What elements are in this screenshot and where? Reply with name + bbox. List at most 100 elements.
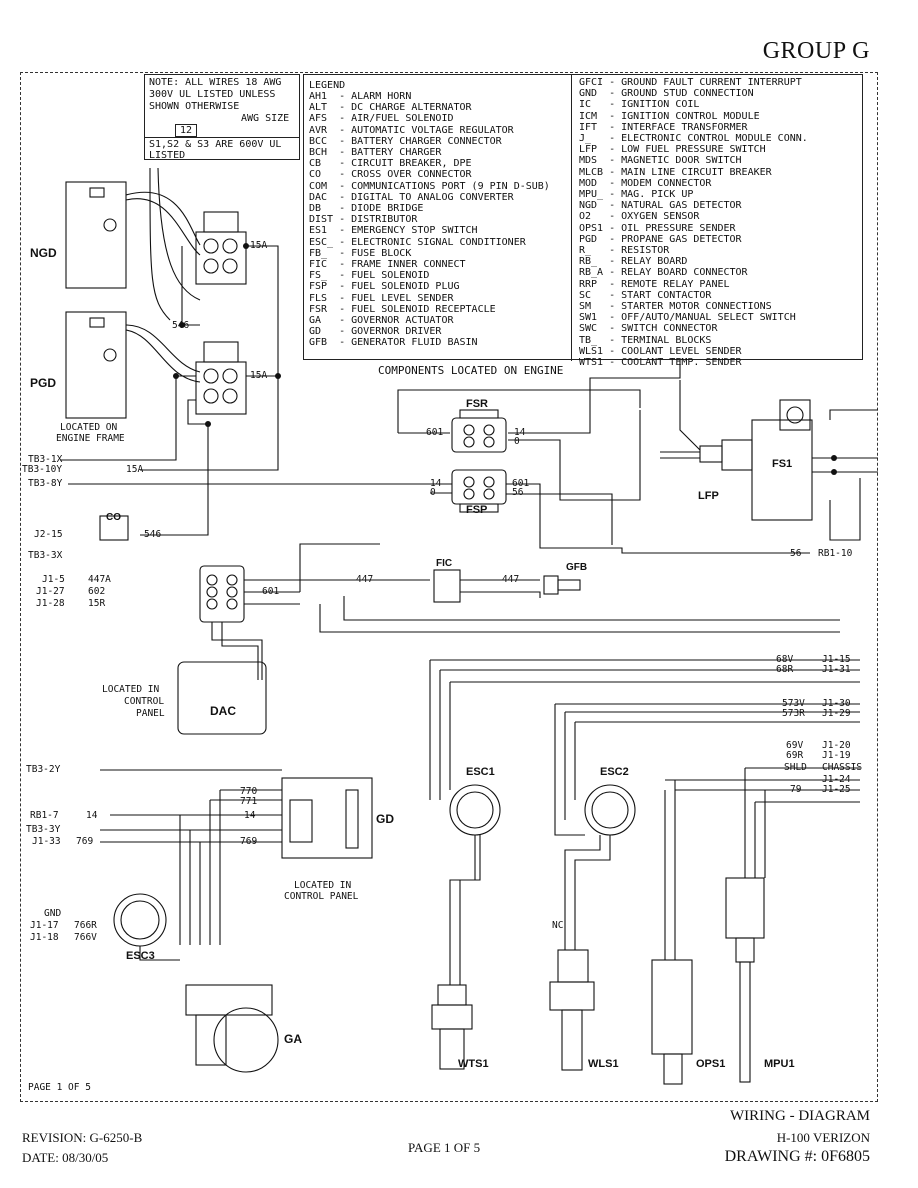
wire-447a: 447A: [88, 574, 111, 585]
legend-entry: NGD - NATURAL GAS DETECTOR: [579, 200, 742, 212]
wire-56-rb1: 56: [790, 548, 802, 559]
awg-size-value: 12: [175, 124, 198, 138]
lfp-label: LFP: [698, 490, 719, 502]
j1-29-label: J1-29: [822, 708, 851, 719]
tb3-10y-label: TB3-10Y: [22, 464, 63, 475]
legend-entry: FSP - FUEL SOLENOID PLUG: [309, 281, 460, 293]
legend-entry: FB_ - FUSE BLOCK: [309, 247, 412, 259]
wire-15a-bottom: 15A: [250, 370, 268, 381]
model-label: H-100 VERIZON: [776, 1130, 870, 1145]
engine-frame-label-1: LOCATED ON: [60, 422, 118, 433]
gd-location-1: LOCATED IN: [294, 880, 352, 891]
note-divider: [145, 137, 299, 138]
note-line-1: NOTE: ALL WIRES 18 AWG: [149, 77, 282, 88]
date-label: DATE: 08/30/05: [22, 1150, 109, 1165]
wire-15a-top: 15A: [250, 240, 268, 251]
legend-entry: FS_ - FUEL SOLENOID: [309, 270, 430, 282]
wire-68r: 68R: [776, 664, 794, 675]
note-line-3: SHOWN OTHERWISE: [149, 101, 240, 112]
gd-location-2: CONTROL PANEL: [284, 891, 359, 902]
legend-entry: SM - STARTER MOTOR CONNECTIONS: [579, 301, 772, 313]
wire-68v: 68V: [776, 654, 794, 665]
gd-label: GD: [376, 812, 394, 826]
wire-602: 602: [88, 586, 106, 597]
engine-components-title: COMPONENTS LOCATED ON ENGINE: [378, 364, 564, 377]
legend-entry: AFS - AIR/FUEL SOLENOID: [309, 113, 454, 125]
wire-601-fsp: 601: [512, 478, 530, 489]
revision-label: REVISION: G-6250-B: [22, 1130, 143, 1145]
legend-entry: GD - GOVERNOR DRIVER: [309, 326, 442, 338]
dac-location-2: CONTROL: [124, 696, 165, 707]
fic-label: FIC: [436, 558, 453, 569]
wire-56-fsp: 56: [512, 487, 524, 498]
wire-15a-tb3: 15A: [126, 464, 144, 475]
esc1-label: ESC1: [466, 766, 495, 778]
legend-entry: COM - COMMUNICATIONS PORT (9 PIN D-SUB): [309, 180, 550, 192]
legend-entry: RRP - REMOTE RELAY PANEL: [579, 278, 730, 290]
legend-entry: ESC_ - ELECTRONIC SIGNAL CONDITIONER: [309, 236, 526, 248]
legend-entry: OPS1 - OIL PRESSURE SENDER: [579, 222, 736, 234]
pgd-label: PGD: [30, 376, 57, 390]
wire-766r: 766R: [74, 920, 97, 931]
legend-title: LEGEND: [309, 80, 346, 91]
wire-771: 771: [240, 796, 258, 807]
wire-14-fsr: 14: [514, 427, 526, 438]
j1-15-label: J1-15: [822, 654, 851, 665]
legend-entry: GND - GROUND STUD CONNECTION: [579, 88, 754, 100]
j1-33-label: J1-33: [32, 836, 61, 847]
note-line-2: 300V UL LISTED UNLESS: [149, 89, 276, 100]
nc-label: NC: [552, 920, 564, 931]
gnd-label: GND: [44, 908, 62, 919]
dac-label: DAC: [210, 704, 236, 718]
legend-entry: AH1 - ALARM HORN: [309, 91, 412, 102]
j1-17-label: J1-17: [30, 920, 59, 931]
legend-entry: FLS - FUEL LEVEL SENDER: [309, 292, 454, 304]
legend-entry: FIC - FRAME INNER CONNECT: [309, 259, 466, 271]
j1-5-label: J1-5: [42, 574, 65, 585]
legend-entry: RB_ - RELAY BOARD: [579, 256, 688, 268]
legend-entry: ALT - DC CHARGE ALTERNATOR: [309, 102, 472, 114]
tb3-1x-label: TB3-1X: [28, 454, 63, 465]
fsr-label: FSR: [466, 398, 488, 410]
wire-0-fsr: 0: [514, 436, 520, 447]
wire-573v: 573V: [782, 698, 805, 709]
drawing-title: WIRING - DIAGRAM: [730, 1108, 870, 1124]
j1-31-label: J1-31: [822, 664, 851, 675]
legend-entry: J_ - ELECTRONIC CONTROL MODULE CONN.: [579, 133, 808, 145]
legend-entry: MLCB - MAIN LINE CIRCUIT BREAKER: [579, 166, 772, 178]
legend-entry: R_ - RESISTOR: [579, 245, 670, 257]
gfb-label: GFB: [566, 562, 588, 573]
legend-entry: RB_A - RELAY BOARD CONNECTOR: [579, 267, 748, 279]
wire-447-left: 447: [356, 574, 374, 585]
legend-entry: SWC - SWITCH CONNECTOR: [579, 323, 718, 335]
wire-note-box: NOTE: ALL WIRES 18 AWG 300V UL LISTED UN…: [144, 74, 300, 161]
wire-447-right: 447: [502, 574, 520, 585]
wire-769: 769: [76, 836, 94, 847]
chassis-label: CHASSIS: [822, 762, 863, 773]
legend-entry: DIST - DISTRIBUTOR: [309, 214, 418, 226]
ops1-label: OPS1: [696, 1058, 726, 1070]
ngd-detector-body: [65, 181, 127, 289]
shld-label: SHLD: [784, 762, 807, 773]
esc2-label: ESC2: [600, 766, 629, 778]
wire-69r: 69R: [786, 750, 804, 761]
group-title: GROUP G: [762, 38, 870, 64]
j1-19-label: J1-19: [822, 750, 851, 761]
fsp-label: FSP: [466, 504, 488, 516]
pgd-detector-body: [65, 311, 127, 419]
legend-entry: WTS1 - COOLANT TEMP. SENDER: [579, 357, 742, 369]
legend-entry: GFB - GENERATOR FLUID BASIN: [309, 337, 478, 349]
esc3-label: ESC3: [126, 950, 155, 962]
note-s-line-1: S1,S2 & S3 ARE 600V UL: [149, 139, 282, 150]
tb3-2y-label: TB3-2Y: [26, 764, 61, 775]
legend-entry: LFP - LOW FUEL PRESSURE SWITCH: [579, 144, 766, 156]
wire-573r: 573R: [782, 708, 805, 719]
dac-location-3: PANEL: [136, 708, 165, 719]
legend-entry: ES1 - EMERGENCY STOP SWITCH: [309, 225, 478, 237]
wire-69v: 69V: [786, 740, 804, 751]
j1-24-label: J1-24: [822, 774, 851, 785]
